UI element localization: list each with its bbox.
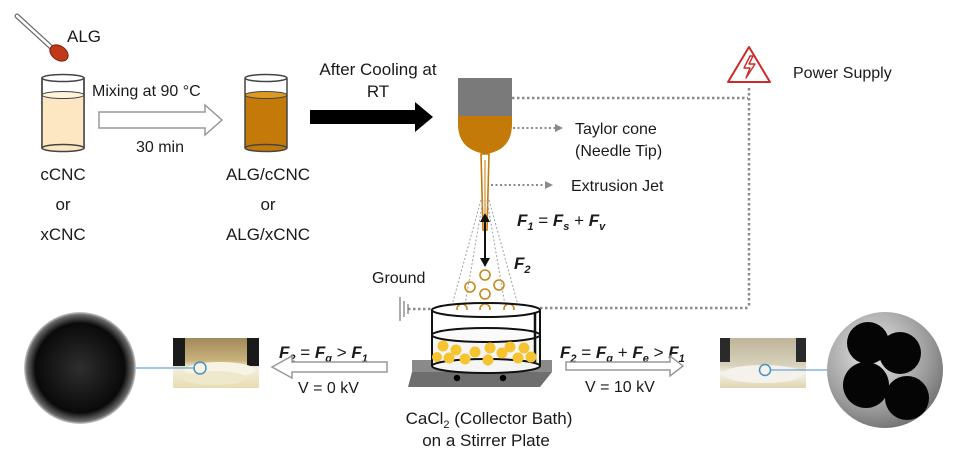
microscope-multi-bead-image (827, 312, 943, 428)
beaker-ccnc-icon (41, 73, 85, 153)
bead (879, 332, 921, 374)
bead (450, 344, 462, 356)
taylor-cone-label-line1: Taylor cone (575, 121, 657, 138)
droplet (464, 281, 476, 293)
bead (469, 346, 481, 358)
extrusion-jet-label: Extrusion Jet (571, 178, 664, 195)
bead (843, 362, 889, 408)
zoom-marker-right (758, 363, 772, 377)
bath-label-line2: on a Stirrer Plate (422, 431, 550, 450)
left-force-equation: F2 = Fg > F1 (279, 343, 368, 365)
beaker-alg-icon (244, 73, 288, 153)
left-voltage-label: V = 0 kV (298, 380, 359, 397)
beaker1-label-line3: xCNC (40, 225, 85, 244)
gel-beads (432, 340, 537, 366)
taylor-cone-label-line2: (Needle Tip) (575, 143, 662, 160)
right-arrow-icon (565, 354, 685, 378)
beaker2-label-line2: or (260, 195, 275, 214)
bead (437, 340, 449, 352)
droplet (479, 288, 491, 300)
beaker1-label-line2: or (55, 195, 70, 214)
falling-droplets (456, 269, 515, 315)
force-f1-arrow-icon (480, 213, 490, 238)
bead (525, 351, 537, 363)
bead (496, 347, 508, 359)
bead (885, 376, 929, 420)
microscope-single-bead-image (24, 312, 136, 424)
bead (518, 342, 530, 354)
bead (512, 352, 524, 364)
left-arrow-icon (270, 354, 388, 380)
bead (482, 354, 494, 366)
spray-cone-lines (451, 199, 519, 306)
f2-label: F2 (514, 254, 531, 276)
bead (484, 342, 496, 354)
bead (443, 352, 455, 364)
cooling-label-line1: After Cooling at (319, 60, 436, 79)
bead (459, 353, 471, 365)
spoon-icon (14, 13, 69, 62)
mixing-arrow-icon (98, 103, 224, 137)
f1-equation: F1 = Fs + Fv (517, 211, 606, 233)
vial-photo-10kv (720, 338, 806, 388)
ground-label: Ground (372, 270, 425, 287)
beaker2-label-line1: ALG/cCNC (226, 165, 310, 184)
cooling-label-line2: RT (367, 82, 389, 101)
bead (847, 322, 889, 364)
vial-photo-0kv (173, 338, 259, 388)
needle-icon (458, 78, 512, 231)
beaker2-label-line3: ALG/xCNC (226, 225, 310, 244)
force-f2-arrow-icon (480, 238, 490, 267)
beaker1-label-line1: cCNC (40, 165, 85, 184)
power-supply-label: Power Supply (793, 65, 892, 82)
bath-label-line1: CaCl2 (Collector Bath) (406, 409, 573, 431)
mixing-label: Mixing at 90 °C (92, 83, 201, 100)
droplet (479, 269, 491, 281)
high-voltage-warning-icon[interactable] (727, 46, 771, 83)
bead (432, 352, 442, 362)
droplet (493, 279, 505, 291)
bead (504, 341, 516, 353)
mixing-duration-label: 30 min (136, 139, 184, 156)
right-voltage-label: V = 10 kV (585, 379, 655, 396)
alg-label: ALG (67, 27, 101, 46)
ground-symbol-icon (399, 297, 409, 321)
cooling-arrow-icon (310, 102, 433, 132)
right-force-equation: F2 = Fg + Fe > F1 (560, 343, 685, 365)
